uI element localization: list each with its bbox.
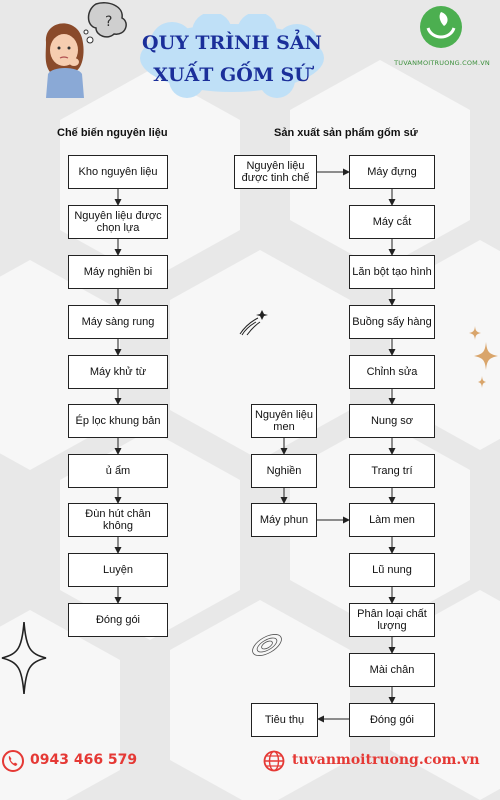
sparkle-outline-icon — [1, 621, 47, 695]
globe-icon — [263, 750, 285, 772]
left-step-3: Máy nghiền bi — [68, 255, 168, 289]
left-step-9: Luyện — [68, 553, 168, 587]
left-step-10: Đóng gói — [68, 603, 168, 637]
thinking-girl-illustration: ? — [45, 2, 127, 98]
right-step-4: Buồng sấy hàng — [349, 305, 435, 339]
title-cloud — [140, 14, 324, 98]
right-step-10: Phân loại chất lượng — [349, 603, 435, 637]
right-step-12: Đóng gói — [349, 703, 435, 737]
left-step-1: Kho nguyên liệu — [68, 155, 168, 189]
right-step-11: Mài chân — [349, 653, 435, 687]
sparkle-cluster-icon — [469, 326, 498, 388]
glaze-step-3: Máy phun — [251, 503, 317, 537]
logo-icon — [420, 6, 462, 48]
shooting-star-icon — [239, 310, 268, 336]
page-title-line2: XUẤT GỐM SỨ — [153, 64, 311, 86]
website-link[interactable]: tuvanmoitruong.com.vn — [292, 752, 480, 768]
logo-text: TUVANMOITRUONG.COM.VN — [394, 59, 490, 67]
right-step-1: Máy đựng — [349, 155, 435, 189]
glaze-step-2: Nghiền — [251, 454, 317, 488]
left-step-8: Đùn hút chân không — [68, 503, 168, 537]
svg-text:?: ? — [105, 14, 112, 30]
right-step-9: Lũ nung — [349, 553, 435, 587]
right-step-5: Chỉnh sửa — [349, 355, 435, 389]
right-step-3: Lăn bột tạo hình — [349, 255, 435, 289]
right-column-heading: Sản xuất sản phẩm gốm sứ — [274, 127, 418, 139]
left-step-6: Ép lọc khung bản — [68, 404, 168, 438]
page-title-line1: QUY TRÌNH SẢN — [142, 32, 322, 54]
left-step-2: Nguyên liệu được chọn lựa — [68, 205, 168, 239]
phone-icon — [2, 750, 24, 772]
right-step-6: Nung sơ — [349, 404, 435, 438]
right-step-7: Trang trí — [349, 454, 435, 488]
left-step-4: Máy sàng rung — [68, 305, 168, 339]
left-step-5: Máy khử từ — [68, 355, 168, 389]
right-step-8: Làm men — [349, 503, 435, 537]
refined-material-box: Nguyên liệu được tinh chế — [234, 155, 317, 189]
left-column-heading: Chế biến nguyên liệu — [57, 127, 168, 139]
galaxy-swirl-icon — [252, 634, 282, 656]
consumption-box: Tiêu thụ — [251, 703, 318, 737]
left-step-7: ủ ẩm — [68, 454, 168, 488]
phone-number[interactable]: 0943 466 579 — [30, 752, 138, 768]
right-step-2: Máy cắt — [349, 205, 435, 239]
glaze-step-1: Nguyên liệu men — [251, 404, 317, 438]
